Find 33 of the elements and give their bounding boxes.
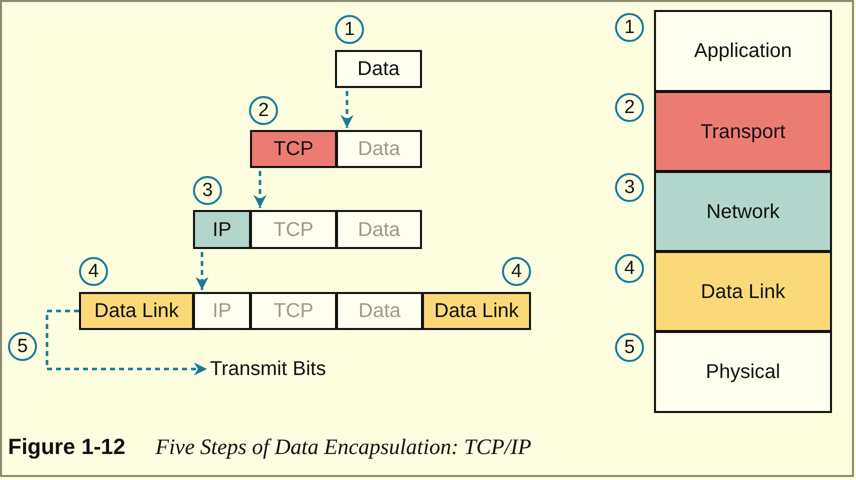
step-number: 5 [615,333,644,362]
layer-box: Application [654,10,832,92]
layer-box: Physical [654,331,832,413]
header-field: Data Link [422,292,531,330]
encapsulated-field: TCP [250,292,337,330]
header-field: Data [335,50,422,88]
dashed-arrow [340,91,354,128]
layer-box: Network [654,171,832,252]
step-number: 1 [615,13,644,42]
encapsulated-field: Data [336,130,422,168]
step-number: 2 [615,93,644,122]
dashed-arrow [46,310,207,376]
step-number: 2 [249,96,278,125]
encapsulated-field: Data [336,210,422,249]
header-field: IP [193,210,251,249]
step-number: 5 [8,332,37,361]
layer-box: Data Link [654,251,832,332]
step-number: 4 [502,257,531,286]
step-number: 1 [335,15,364,44]
encapsulated-field: IP [193,292,251,330]
figure-caption: Figure 1-12 Five Steps of Data Encapsulation: TCP/IP [8,433,532,461]
dashed-arrow [254,171,266,208]
encapsulated-field: TCP [250,210,337,249]
step-number: 4 [615,254,644,283]
layer-box: Transport [654,91,832,172]
step-number: 4 [79,257,108,286]
header-field: TCP [250,130,337,168]
dashed-arrow [196,252,208,290]
transmit-label: Transmit Bits [210,356,350,382]
step-number: 3 [193,176,222,205]
encapsulated-field: Data [336,292,423,330]
step-number: 3 [615,173,644,202]
header-field: Data Link [79,292,194,330]
